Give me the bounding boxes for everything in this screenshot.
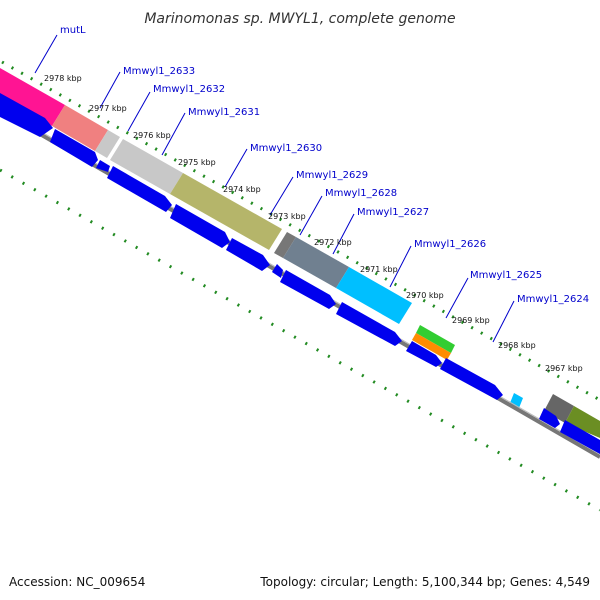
leader-2629 xyxy=(269,176,294,216)
kbp-tick-labels: 2978 kbp 2977 kbp 2976 kbp 2975 kbp 2974… xyxy=(44,74,583,373)
gene-arrow-2629 xyxy=(280,270,336,309)
leader-2633 xyxy=(99,71,121,109)
gene-label-2632[interactable]: Mmwyl1_2632 xyxy=(153,84,225,95)
kbp-label: 2967 kbp xyxy=(545,364,583,373)
gene-arrows xyxy=(0,93,600,454)
gene-label-2633[interactable]: Mmwyl1_2633 xyxy=(123,66,195,77)
kbp-label: 2973 kbp xyxy=(268,212,306,221)
gene-label-2630[interactable]: Mmwyl1_2630 xyxy=(250,143,322,154)
gene-block-2628 xyxy=(336,267,412,324)
gene-arrow-2627 xyxy=(406,341,442,367)
gene-arrow-2632 xyxy=(107,166,172,212)
inner-dotted-ring xyxy=(0,168,600,512)
gene-block-2631 xyxy=(170,173,282,250)
leader-2626 xyxy=(389,245,412,288)
leader-2630 xyxy=(224,148,248,188)
gene-arrow-2630 xyxy=(226,238,270,271)
gene-block-2633b xyxy=(95,130,120,158)
gene-label-2626[interactable]: Mmwyl1_2626 xyxy=(414,239,486,250)
leader-2627 xyxy=(332,213,355,255)
gene-block-2632 xyxy=(110,139,183,194)
kbp-label: 2977 kbp xyxy=(89,104,127,113)
colored-gene-band xyxy=(0,68,600,438)
accession-text: Accession: NC_009654 xyxy=(9,575,145,589)
leader-mutL xyxy=(34,34,58,74)
outer-tick-ring xyxy=(1,60,600,402)
leader-2632 xyxy=(127,91,151,132)
gene-labels: mutL Mmwyl1_2633 Mmwyl1_2632 Mmwyl1_2631… xyxy=(60,25,589,305)
leader-2628 xyxy=(299,195,323,236)
gene-arrow-2624a xyxy=(539,408,560,428)
gene-arrow-2633 xyxy=(50,129,98,167)
leader-2625 xyxy=(445,277,469,319)
gene-block-mutL xyxy=(0,68,65,126)
gene-block-2626-green xyxy=(416,325,455,353)
inner-tick-ring xyxy=(0,168,600,512)
gene-label-mutL[interactable]: mutL xyxy=(60,25,86,36)
gene-label-2631[interactable]: Mmwyl1_2631 xyxy=(188,107,260,118)
kbp-label: 2974 kbp xyxy=(223,185,261,194)
outer-dotted-ring xyxy=(1,60,600,402)
gene-arrow-2629-small xyxy=(272,264,283,278)
gene-block-2624-dark xyxy=(544,394,574,423)
map-title: Marinomonas sp. MWYL1, complete genome xyxy=(144,11,455,27)
gene-block-2630 xyxy=(274,232,296,258)
kbp-label: 2978 kbp xyxy=(44,74,82,83)
kbp-label: 2969 kbp xyxy=(452,316,490,325)
gene-label-2628[interactable]: Mmwyl1_2628 xyxy=(325,188,397,199)
gene-arrow-mutL xyxy=(0,93,53,137)
gene-arrow-2633b xyxy=(96,160,110,172)
leader-2624 xyxy=(492,300,515,343)
gene-arrow-2631 xyxy=(170,204,230,248)
gene-arrow-2628 xyxy=(336,302,402,346)
gene-label-2629[interactable]: Mmwyl1_2629 xyxy=(296,170,368,181)
kbp-label: 2968 kbp xyxy=(498,341,536,350)
gene-block-2626-orange xyxy=(412,333,451,360)
gene-block-2633 xyxy=(52,105,108,151)
gene-label-2625[interactable]: Mmwyl1_2625 xyxy=(470,270,542,281)
gene-label-2627[interactable]: Mmwyl1_2627 xyxy=(357,207,429,218)
kbp-label: 2970 kbp xyxy=(406,291,444,300)
gene-label-2624[interactable]: Mmwyl1_2624 xyxy=(517,294,589,305)
topology-text: Topology: circular; Length: 5,100,344 bp… xyxy=(259,575,590,589)
kbp-label: 2972 kbp xyxy=(314,238,352,247)
gene-block-2629 xyxy=(283,237,349,288)
gene-arrow-2626 xyxy=(440,358,503,400)
kbp-label: 2975 kbp xyxy=(178,158,216,167)
leader-2631 xyxy=(161,112,186,156)
label-leaders xyxy=(34,34,515,343)
kbp-label: 2976 kbp xyxy=(133,131,171,140)
gene-arrow-2624b xyxy=(560,420,600,454)
kbp-label: 2971 kbp xyxy=(360,265,398,274)
gene-block-2624-olive xyxy=(565,406,600,438)
